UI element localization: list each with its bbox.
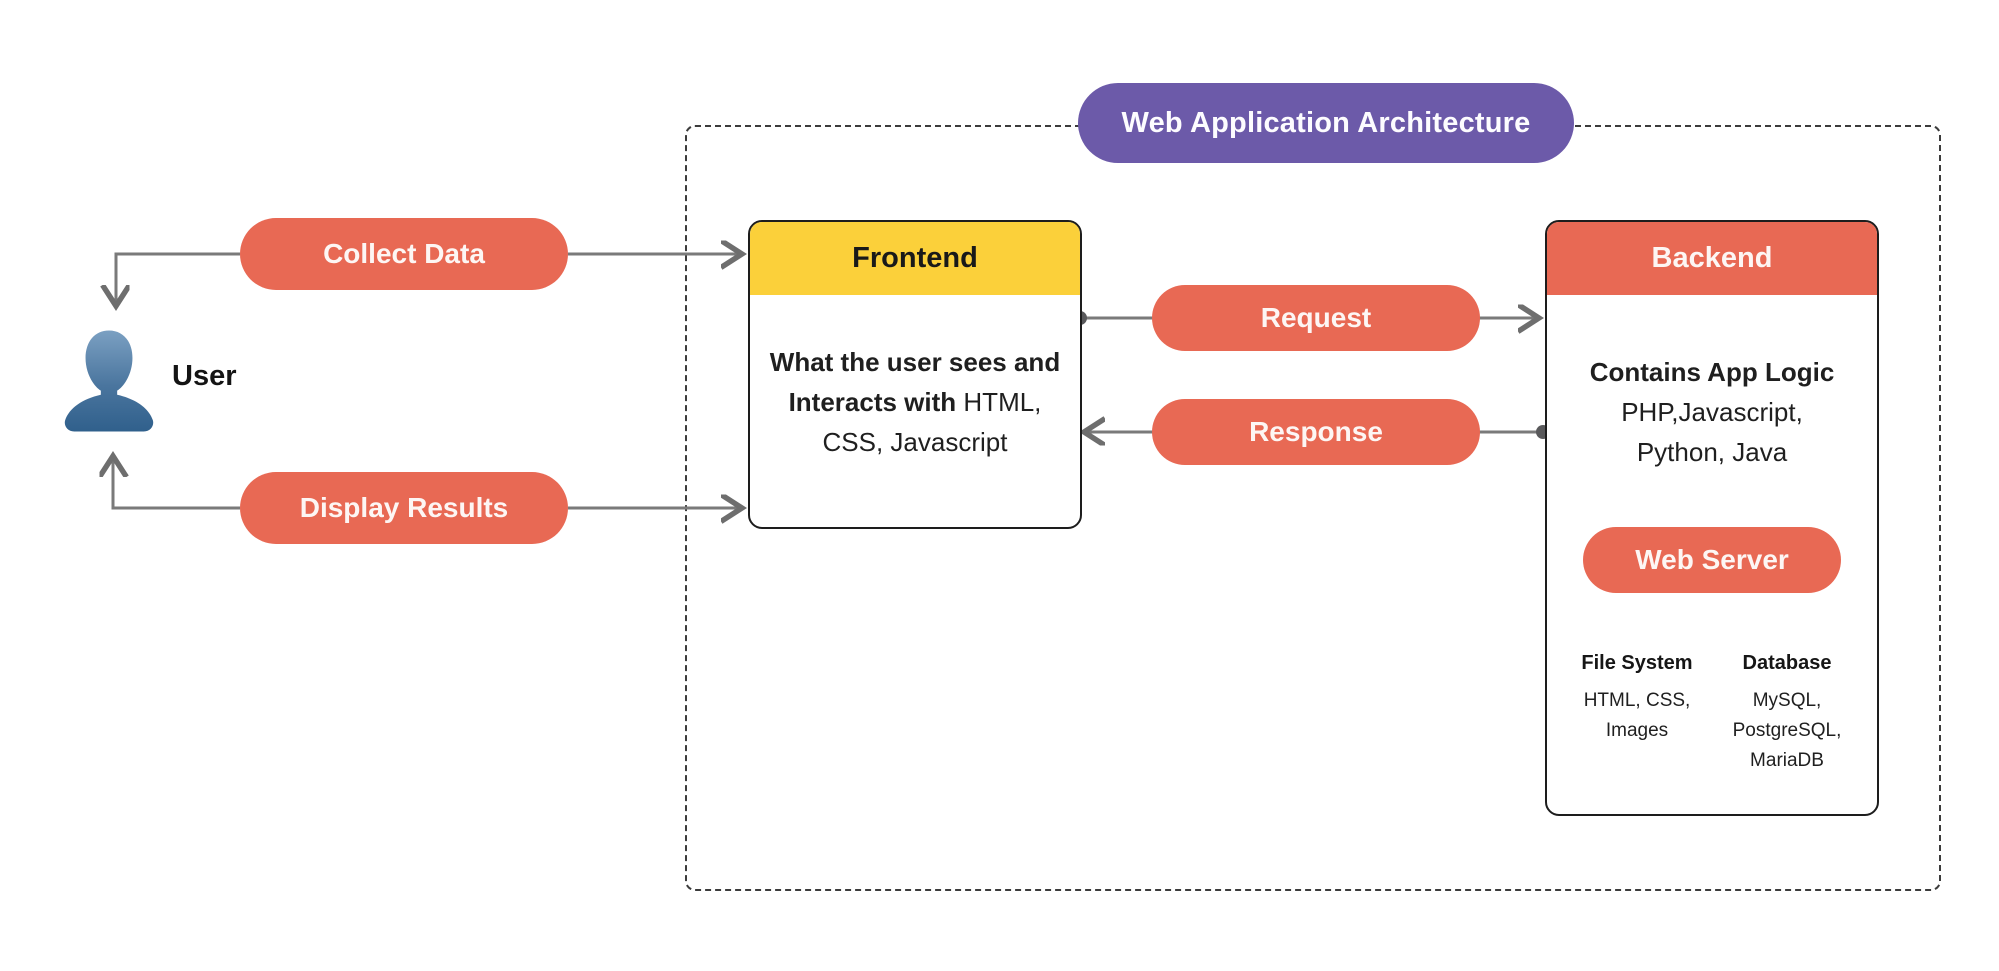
frontend-description: What the user sees and Interacts with HT… bbox=[769, 347, 1061, 457]
file-system-column: File System HTML, CSS, Images bbox=[1577, 650, 1697, 776]
backend-header: Backend bbox=[1547, 222, 1877, 295]
frontend-header: Frontend bbox=[750, 222, 1080, 295]
backend-description: Contains App Logic PHP,Javascript, Pytho… bbox=[1589, 357, 1835, 467]
user-icon bbox=[64, 330, 154, 432]
file-system-title: File System bbox=[1581, 652, 1693, 674]
user-label: User bbox=[172, 360, 237, 392]
frontend-node: Frontend What the user sees and Interact… bbox=[748, 220, 1082, 529]
collect-data-pill: Collect Data bbox=[240, 218, 568, 290]
display-results-to-user-line bbox=[113, 456, 240, 510]
backend-node: Backend Contains App Logic PHP,Javascrip… bbox=[1545, 220, 1879, 816]
web-server-pill: Web Server bbox=[1583, 527, 1841, 593]
collect-data-to-user-line bbox=[116, 252, 240, 306]
request-pill: Request bbox=[1152, 285, 1480, 351]
backend-storage-columns: File System HTML, CSS, Images Database M… bbox=[1547, 650, 1877, 776]
display-results-pill: Display Results bbox=[240, 472, 568, 544]
database-title: Database bbox=[1742, 652, 1832, 674]
diagram-title: Web Application Architecture bbox=[1078, 83, 1574, 163]
response-pill: Response bbox=[1152, 399, 1480, 465]
database-column: Database MySQL, PostgreSQL, MariaDB bbox=[1727, 650, 1847, 776]
